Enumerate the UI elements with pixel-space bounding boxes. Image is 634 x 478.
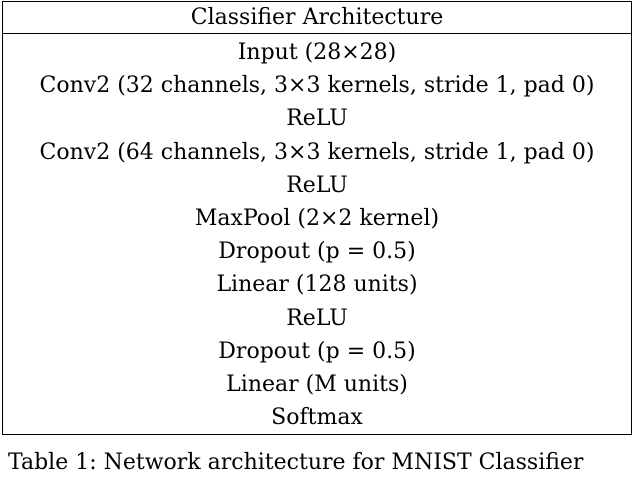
table-row-conv2-64: Conv2 (64 channels, 3×3 kernels, stride … xyxy=(39,139,595,165)
table-row-softmax: Softmax xyxy=(271,405,363,431)
table-row-input: Input (28×28) xyxy=(237,40,397,65)
table-row-conv2-32: Conv2 (32 channels, 3×3 kernels, stride … xyxy=(39,73,595,99)
table-row-linear-m: Linear (M units) xyxy=(226,371,408,397)
table-body: Input (28×28) Conv2 (32 channels, 3×3 ke… xyxy=(3,34,631,434)
table-row-linear-128: Linear (128 units) xyxy=(216,272,418,298)
table-row-relu-3: ReLU xyxy=(286,305,348,331)
table-header: Classifier Architecture xyxy=(3,2,631,34)
table-row-relu-1: ReLU xyxy=(286,106,348,132)
table-caption: Table 1: Network architecture for MNIST … xyxy=(8,450,584,475)
table-row-dropout-1: Dropout (p = 0.5) xyxy=(218,239,416,265)
table-row-relu-2: ReLU xyxy=(286,172,348,198)
architecture-table: Classifier Architecture Input (28×28) Co… xyxy=(2,1,632,435)
table-row-maxpool: MaxPool (2×2 kernel) xyxy=(194,205,440,231)
table-row-dropout-2: Dropout (p = 0.5) xyxy=(218,338,416,364)
